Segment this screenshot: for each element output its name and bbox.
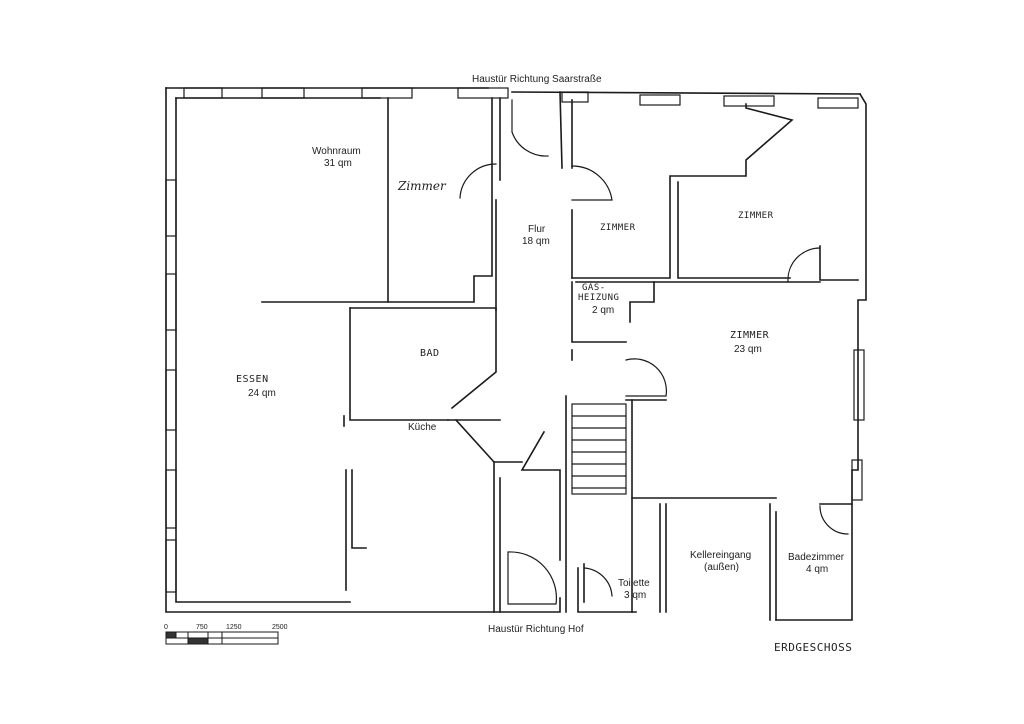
room-area-flur: 18 qm (522, 236, 550, 247)
room-area-gas: 2 qm (592, 305, 615, 316)
room-name-zimmer-a: ZIMMER (600, 223, 636, 233)
room-name-zimmer-hand: Zimmer (398, 179, 446, 193)
scale-tick-0: 0 (164, 624, 168, 631)
room-area-badezimmer: 4 qm (806, 564, 829, 575)
door-label-bottom: Haustür Richtung Hof (488, 624, 584, 635)
interior-walls (261, 97, 859, 621)
scale-tick-750: 750 (196, 624, 208, 631)
windows (165, 87, 865, 593)
door-swings (459, 99, 849, 605)
scale-tick-1250: 1250 (226, 624, 242, 631)
room-name-flur: Flur (528, 224, 546, 235)
room-name-gas-2: HEIZUNG (578, 293, 620, 303)
room-name-kueche: Küche (408, 422, 437, 433)
room-area-toilette: 3 qm (624, 590, 647, 601)
room-name-zimmer-c: ZIMMER (730, 330, 770, 341)
room-name-wohnraum: Wohnraum (312, 146, 361, 157)
door-label-top: Haustür Richtung Saarstraße (472, 74, 602, 85)
room-name-essen: ESSEN (236, 374, 269, 385)
room-name-bad: BAD (420, 348, 440, 359)
scale-bar (165, 631, 279, 645)
room-name-zimmer-b: ZIMMER (738, 211, 774, 221)
stairs (571, 403, 627, 495)
room-area-zimmer-c: 23 qm (734, 344, 762, 355)
room-name-gas-1: GAS- (582, 283, 606, 293)
room-name-toilette: Toilette (618, 578, 650, 589)
room-area-essen: 24 qm (248, 388, 276, 399)
room-name-badezimmer: Badezimmer (788, 552, 845, 563)
scale-tick-2500: 2500 (272, 624, 288, 631)
room-name-kellereingang: Kellereingang (690, 550, 752, 561)
room-note-kellereingang: (außen) (704, 562, 740, 573)
floor-label: ERDGESCHOSS (774, 641, 853, 654)
room-area-wohnraum: 31 qm (324, 158, 352, 169)
